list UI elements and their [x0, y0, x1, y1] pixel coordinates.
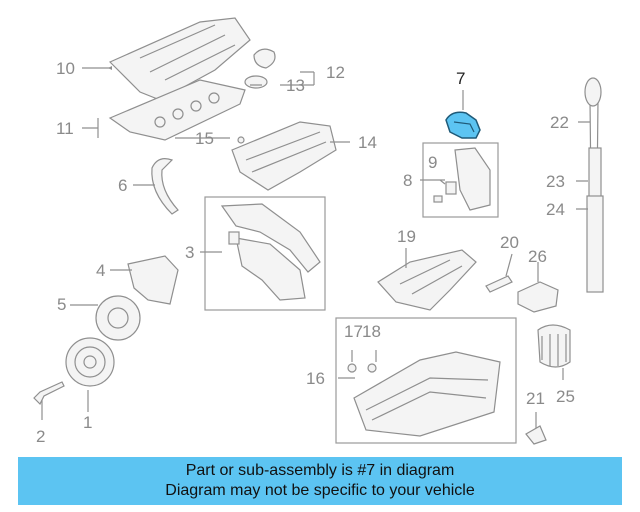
- valve-cover: [108, 17, 251, 101]
- info-banner: Part or sub-assembly is #7 in diagram Di…: [18, 457, 622, 505]
- highlighted-part-7[interactable]: [445, 111, 481, 139]
- dipstick-handle: [584, 77, 602, 107]
- callout-5: 5: [57, 295, 66, 314]
- callout-1: 1: [83, 413, 92, 432]
- callout-19: 19: [397, 227, 416, 246]
- callout-16: 16: [306, 369, 325, 388]
- oil-pump-bolt: [433, 195, 443, 203]
- callout-23: 23: [546, 172, 565, 191]
- oil-baffle: [377, 249, 477, 311]
- callout-2: 2: [36, 427, 45, 446]
- engine-cover: [231, 121, 337, 191]
- callout-17: 17: [344, 322, 363, 341]
- oil-filter: [537, 324, 571, 368]
- timing-cover-lower: [235, 237, 306, 301]
- timing-belt: [151, 158, 179, 215]
- callout-20: 20: [500, 233, 519, 252]
- callout-6: 6: [118, 176, 127, 195]
- callout-18: 18: [362, 322, 381, 341]
- callout-13: 13: [286, 76, 305, 95]
- callout-22: 22: [550, 113, 569, 132]
- drain-plug-seal: [367, 363, 377, 373]
- oil-filter-housing: [517, 281, 559, 313]
- callout-11: 11: [56, 119, 74, 138]
- callout-4: 4: [96, 261, 105, 280]
- damper-bolt: [33, 381, 65, 406]
- callout-26: 26: [528, 247, 547, 266]
- oil-pan-group-box: [335, 317, 517, 444]
- callout-8: 8: [403, 171, 412, 190]
- oil-pump-body: [454, 147, 491, 211]
- callout-21: 21: [526, 389, 545, 408]
- oil-pump-valve: [445, 181, 457, 195]
- vibration-damper: [65, 337, 115, 387]
- cover-bolt: [237, 136, 245, 144]
- dipstick-tube-lower: [586, 195, 604, 293]
- callout-9: 9: [428, 153, 437, 172]
- timing-cover-upper: [220, 203, 321, 273]
- drain-plug: [347, 363, 357, 373]
- rear-timing-guard: [127, 255, 179, 305]
- callout-7: 7: [456, 69, 465, 88]
- oil-level-sensor: [525, 425, 547, 445]
- timing-cover-group-box: [204, 196, 326, 311]
- valve-cover-gasket: [108, 79, 246, 141]
- callout-12: 12: [326, 63, 345, 82]
- callout-10: 10: [56, 59, 75, 78]
- oil-bracket: [485, 275, 513, 293]
- crank-sprocket: [95, 295, 141, 341]
- callout-24: 24: [546, 200, 565, 219]
- callout-25: 25: [556, 387, 575, 406]
- oil-filler-cap: [253, 48, 276, 69]
- banner-line-2: Diagram may not be specific to your vehi…: [165, 482, 475, 499]
- callout-15: 15: [195, 129, 214, 148]
- banner-line-1: Part or sub-assembly is #7 in diagram: [185, 462, 455, 479]
- callout-14: 14: [358, 133, 377, 152]
- cap-seal: [244, 75, 268, 89]
- timing-cover-bracket: [228, 231, 240, 245]
- callout-3: 3: [185, 243, 194, 262]
